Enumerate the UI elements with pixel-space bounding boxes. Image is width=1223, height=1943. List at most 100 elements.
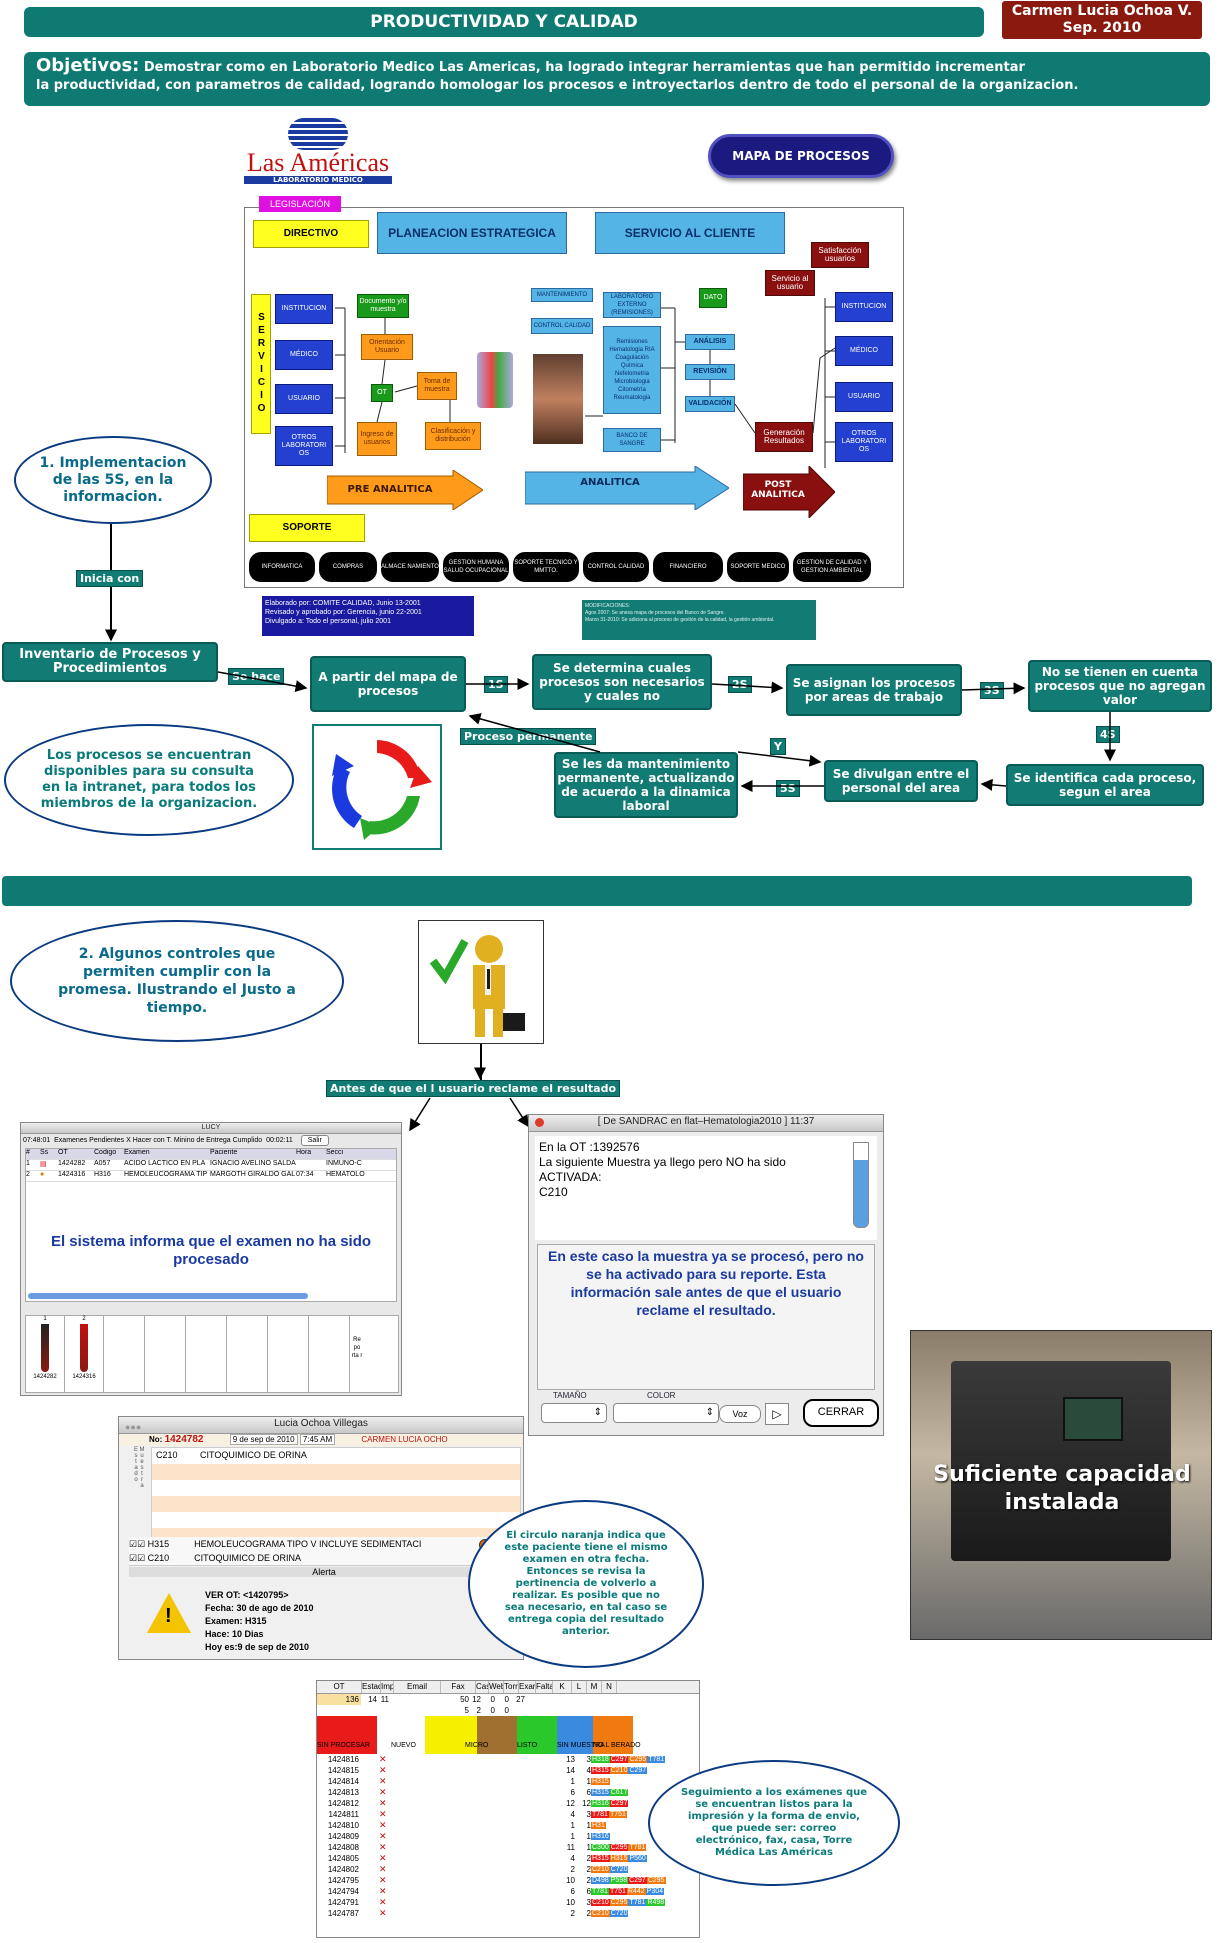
businessman-image	[418, 920, 544, 1044]
tamano-select[interactable]: ⇕	[541, 1403, 607, 1423]
exam-code-badge: H315	[591, 1789, 610, 1796]
ot-box: OT	[371, 384, 393, 402]
cell: 13	[566, 1755, 575, 1764]
cell	[361, 1787, 379, 1798]
table-row[interactable]: 2 ● 1424316 H316 HEMOLEUCOGRAMA TIP MARG…	[26, 1171, 396, 1182]
ochoa-row-3[interactable]: ☑☑ C210 CITOQUIMICO DE ORINA	[129, 1551, 519, 1566]
color-select[interactable]: ⇕	[613, 1403, 719, 1423]
section1-info-oval: Los procesos se encuentran disponibles p…	[4, 724, 294, 836]
y-label: Y	[770, 738, 786, 755]
cell: 3	[586, 1810, 591, 1819]
legislacion-box: LEGISLACIÓN	[259, 196, 341, 212]
close-icon[interactable]	[535, 1118, 544, 1127]
print-icon[interactable]: ✕	[379, 1754, 387, 1764]
tube-slot[interactable]: 2 1424316	[65, 1316, 104, 1392]
checkbox-icon[interactable]: ☑☑	[129, 1539, 146, 1549]
column-header[interactable]: M	[587, 1681, 602, 1693]
print-icon[interactable]: ✕	[379, 1820, 387, 1830]
print-icon[interactable]: ✕	[379, 1798, 387, 1808]
cell: 6	[570, 1788, 575, 1797]
column-header[interactable]: L	[572, 1681, 587, 1693]
control-calidad-box: CONTROL CALIDAD	[531, 318, 593, 334]
column-header[interactable]: Exam.	[519, 1681, 536, 1693]
column-header[interactable]: K	[553, 1681, 572, 1693]
pill-control-calidad: CONTROL CALIDAD	[583, 552, 649, 582]
column-header[interactable]: Imp	[381, 1681, 394, 1693]
print-icon[interactable]: ✕	[379, 1842, 387, 1852]
print-icon[interactable]: ✕	[379, 1875, 387, 1885]
column-header[interactable]: Web	[489, 1681, 504, 1693]
column-header[interactable]: OT	[317, 1681, 362, 1693]
left-otros: OTROS LABORATORI OS	[275, 426, 333, 466]
date-field[interactable]: 9 de sep de 2010	[229, 1434, 298, 1445]
tube-icon	[41, 1324, 49, 1372]
exam-code-badge: C210	[591, 1910, 610, 1917]
print-icon[interactable]: ✕	[379, 1809, 387, 1819]
print-icon[interactable]: ✕	[379, 1787, 387, 1797]
print-icon[interactable]: ✕	[379, 1853, 387, 1863]
time-field[interactable]: 7:45 AM	[299, 1434, 336, 1445]
summary-cell: 27	[516, 1695, 525, 1704]
tube-slot[interactable]	[186, 1316, 227, 1392]
print-icon[interactable]: ✕	[379, 1886, 387, 1896]
print-icon[interactable]: ✕	[379, 1897, 387, 1907]
voz-button[interactable]: Voz	[719, 1405, 761, 1423]
ochoa-row-2[interactable]: ☑☑ H315 HEMOLEUCOGRAMA TIPO V INCLUYE SE…	[129, 1537, 519, 1552]
cerrar-button[interactable]: CERRAR	[803, 1399, 879, 1427]
tube-slot[interactable]	[104, 1316, 145, 1392]
column-header[interactable]: N	[602, 1681, 617, 1693]
reporta-button[interactable]: Re po rta r	[351, 1337, 363, 1359]
salir-button[interactable]: Salir	[300, 1135, 329, 1146]
print-icon[interactable]: ✕	[379, 1776, 387, 1786]
column-header[interactable]: Fax	[441, 1681, 476, 1693]
speaker-icon[interactable]: ▷	[765, 1403, 789, 1425]
print-icon[interactable]: ✕	[379, 1831, 387, 1841]
column-header[interactable]: Torre	[504, 1681, 519, 1693]
sandrac-controls: TAMAÑO COLOR ⇕ ⇕ Voz ▷ CERRAR	[537, 1391, 879, 1431]
exam-code-badge: H315	[591, 1778, 610, 1785]
status-color-block	[517, 1716, 557, 1754]
analitica-arrow: ANALITICA	[524, 465, 730, 511]
column-header[interactable]: Faltan	[536, 1681, 553, 1693]
clasificacion-box: Clasificación y distribución	[425, 422, 481, 450]
table-row[interactable]: 1 ▤ 1424282 A057 ACIDO LACTICO EN PLA IG…	[26, 1160, 396, 1171]
column-header[interactable]: Casa	[476, 1681, 489, 1693]
tube-slot[interactable]	[309, 1316, 350, 1392]
cell: 07:34	[296, 1171, 314, 1178]
cell: 2	[570, 1865, 575, 1874]
checkbox-icon[interactable]: ☑☑	[129, 1553, 146, 1563]
print-icon[interactable]: ✕	[379, 1864, 387, 1874]
alerta-examen: Examen: H315	[205, 1616, 267, 1626]
column-header[interactable]: Email	[394, 1681, 441, 1693]
tube-slot[interactable]: 1 1424282	[26, 1316, 65, 1392]
cell: 1424809	[327, 1832, 359, 1841]
print-icon[interactable]: ✕	[379, 1765, 387, 1775]
print-icon[interactable]: ✕	[379, 1908, 387, 1918]
lucy-scrollbar[interactable]	[28, 1293, 308, 1299]
tube-slot[interactable]	[268, 1316, 309, 1392]
tube-slot[interactable]	[227, 1316, 268, 1392]
sandrac-message: En este caso la muestra ya se procesó, p…	[537, 1244, 875, 1390]
cell	[361, 1798, 379, 1809]
tube-slot[interactable]	[145, 1316, 186, 1392]
cell: 1424812	[327, 1799, 359, 1808]
exam-code-badge: H31	[591, 1822, 606, 1829]
window-buttons-icon[interactable]: ●●●	[125, 1422, 142, 1432]
column-header[interactable]: Estado	[362, 1681, 381, 1693]
